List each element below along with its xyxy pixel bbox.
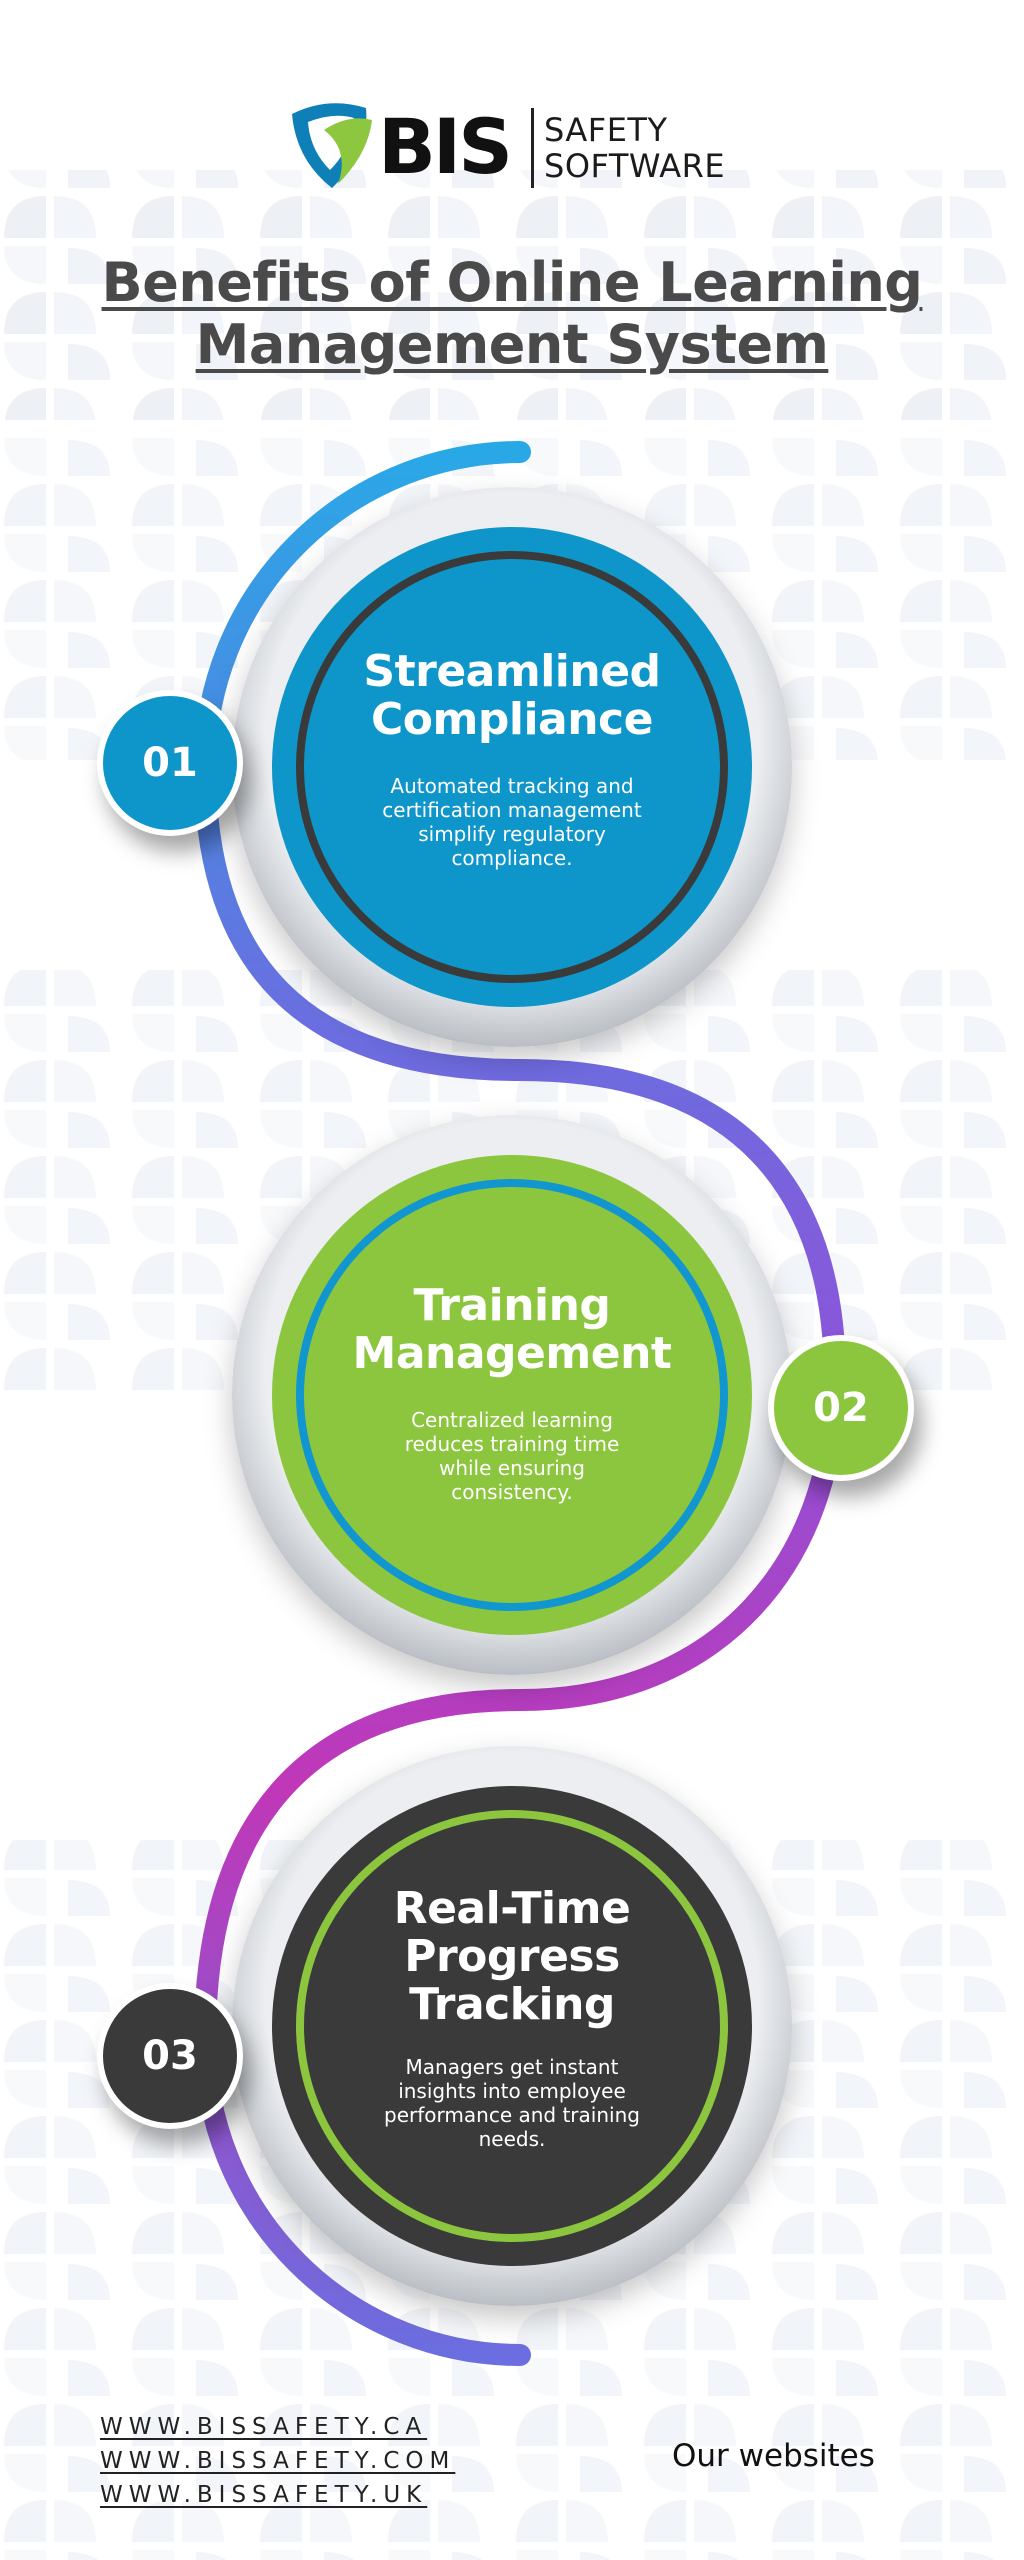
page-title-line2: Management System — [195, 313, 829, 376]
benefit-2-desc-line: while ensuring — [438, 1456, 586, 1480]
benefit-2-text: Training Management Centralized learning… — [322, 1282, 702, 1505]
benefit-3-title-line: Tracking — [409, 1979, 615, 2030]
website-links: WWW.BISSAFETY.CA WWW.BISSAFETY.COM WWW.B… — [100, 2410, 455, 2512]
logo-wordmark: BIS — [378, 102, 513, 191]
bis-logo: BIS SAFETY SOFTWARE — [288, 100, 738, 200]
benefit-1-desc-line: Automated tracking and — [390, 774, 634, 798]
benefit-1-text: Streamlined Compliance Automated trackin… — [322, 648, 702, 871]
benefit-3-desc-line: Managers get instant — [405, 2055, 619, 2079]
benefit-2-desc-line: Centralized learning — [411, 1408, 613, 1432]
benefit-1-desc-line: simplify regulatory — [418, 822, 606, 846]
website-link-com[interactable]: WWW.BISSAFETY.COM — [100, 2448, 456, 2474]
benefit-1-title-line: Streamlined — [363, 646, 661, 697]
shield-logo-icon — [292, 103, 372, 188]
benefit-3-text: Real-Time Progress Tracking Managers get… — [322, 1885, 702, 2152]
benefit-3-description: Managers get instant insights into emplo… — [322, 2055, 702, 2151]
benefit-1-desc-line: certification management — [382, 798, 642, 822]
logo-tagline-software: SOFTWARE — [544, 147, 726, 185]
benefit-3-title-line: Real-Time — [393, 1883, 631, 1934]
benefit-1-title: Streamlined Compliance — [322, 648, 702, 744]
benefit-2-title: Training Management — [322, 1282, 702, 1378]
benefit-1-title-line: Compliance — [371, 694, 653, 745]
benefit-inner-ring-3 — [296, 1810, 728, 2242]
benefit-3-desc-line: insights into employee — [398, 2079, 626, 2103]
benefit-fill-1 — [272, 527, 752, 1007]
websites-label: Our websites — [672, 2438, 875, 2474]
benefit-1-description: Automated tracking and certification man… — [322, 774, 702, 870]
benefit-3-desc-line: needs. — [478, 2127, 546, 2151]
website-link-ca[interactable]: WWW.BISSAFETY.CA — [100, 2414, 428, 2440]
page-title: Benefits of Online Learning Management S… — [40, 252, 984, 376]
benefit-2-number-badge: 02 — [768, 1335, 914, 1481]
logo-divider — [531, 108, 534, 188]
website-link-uk[interactable]: WWW.BISSAFETY.UK — [100, 2482, 428, 2508]
benefit-2-title-line: Management — [352, 1328, 672, 1379]
benefit-3-title-line: Progress — [404, 1931, 620, 1982]
benefit-inner-ring-2 — [296, 1179, 728, 1611]
benefit-2-description: Centralized learning reduces training ti… — [322, 1408, 702, 1504]
benefit-2-desc-line: reduces training time — [404, 1432, 620, 1456]
benefit-inner-ring-1 — [296, 551, 728, 983]
benefit-fill-3 — [272, 1786, 752, 2266]
benefit-2-desc-line: consistency. — [451, 1480, 573, 1504]
benefit-3-number-badge: 03 — [97, 1983, 243, 2129]
benefit-1-number-badge: 01 — [97, 690, 243, 836]
benefit-2-title-line: Training — [413, 1280, 611, 1331]
benefit-3-title: Real-Time Progress Tracking — [322, 1885, 702, 2029]
benefit-3-desc-line: performance and training — [384, 2103, 640, 2127]
logo-tagline-safety: SAFETY — [544, 111, 668, 149]
benefit-fill-2 — [272, 1155, 752, 1635]
page-title-line1: Benefits of Online Learning — [101, 251, 923, 314]
benefit-1-desc-line: compliance. — [451, 846, 573, 870]
